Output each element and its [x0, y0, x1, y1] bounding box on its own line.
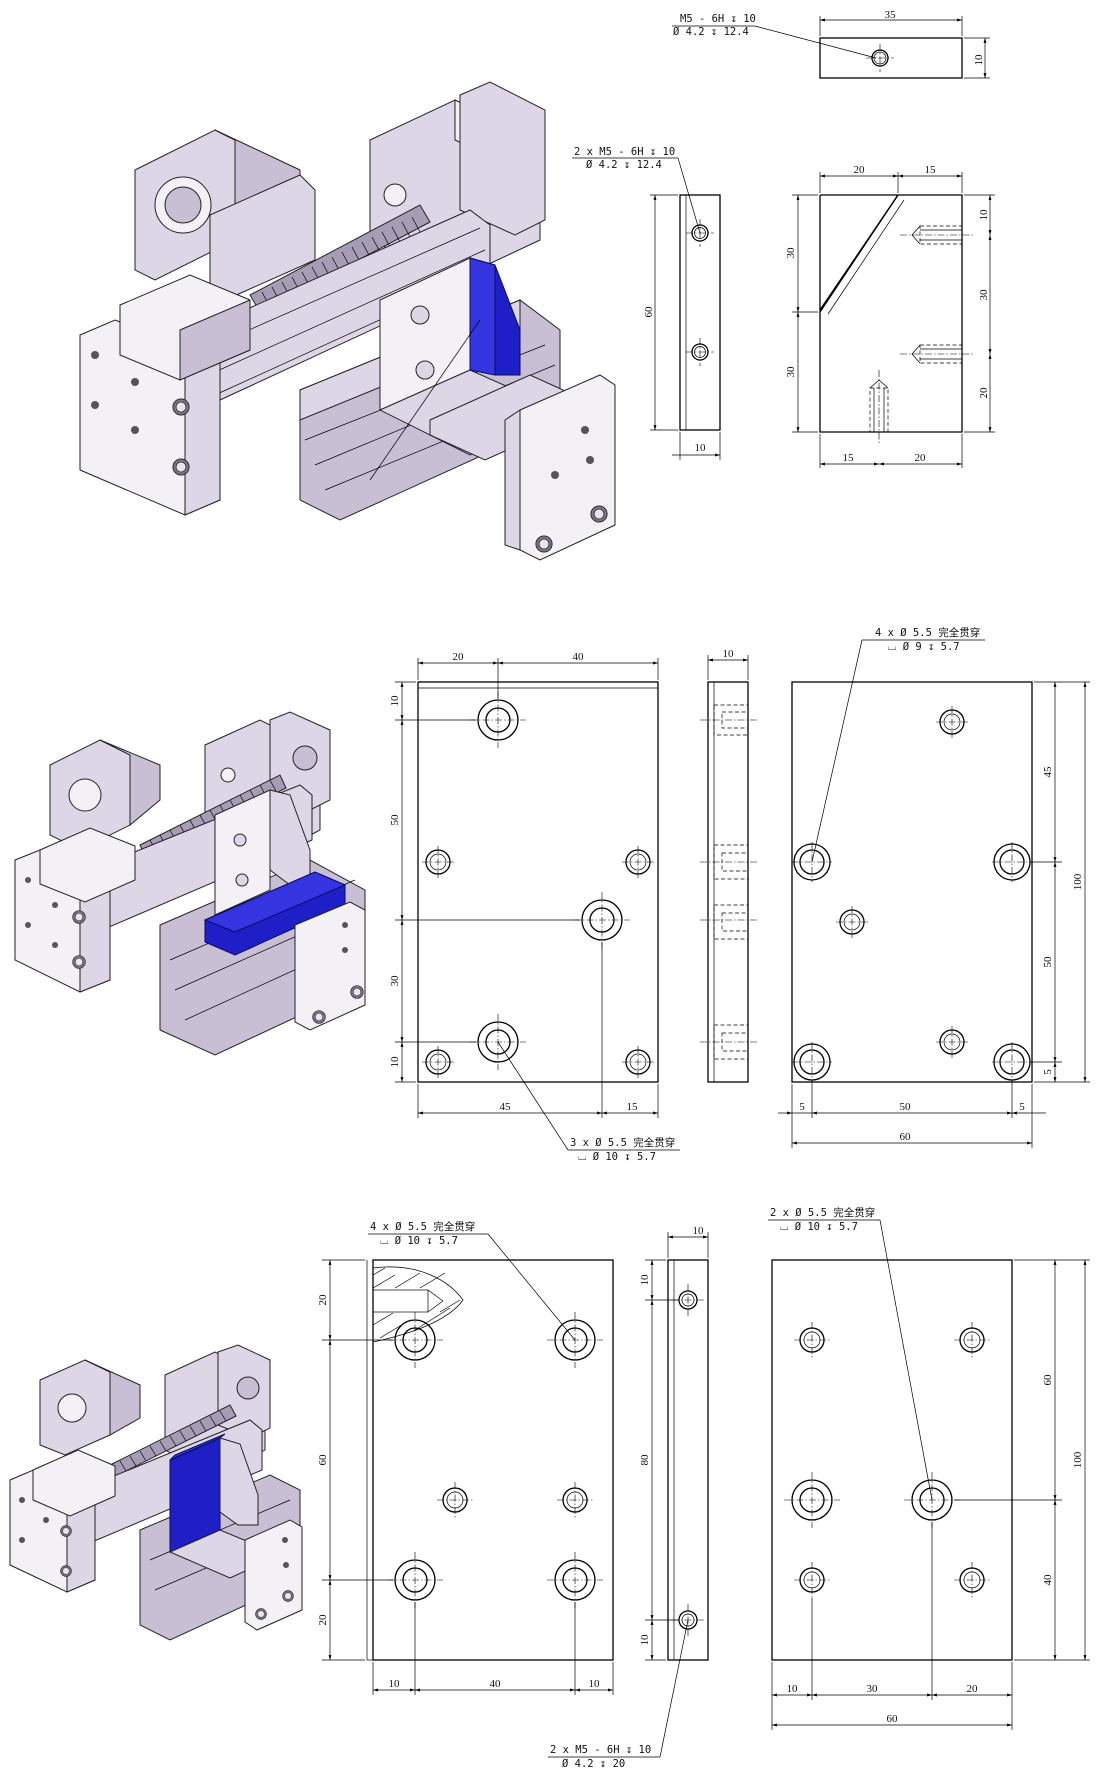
- dim-bot-left-60: 60: [317, 1454, 329, 1466]
- dim-mid-left-50: 50: [389, 814, 401, 826]
- dim-mid-left-10b: 10: [389, 1056, 401, 1068]
- dim-bot-side-10b: 10: [639, 1634, 651, 1646]
- dim-mid-bb-5b: 5: [1019, 1101, 1025, 1113]
- note-mid-4-holes: 4 x Ø 5.5 完全贯穿: [875, 626, 980, 639]
- note-thread-1: M5 - 6H ↧ 10: [680, 13, 756, 25]
- dim-mid-bottom-45: 45: [500, 1101, 512, 1113]
- dim-bar-height: 60: [643, 306, 655, 318]
- dim-left-30b: 30: [785, 366, 797, 378]
- note-mid-3-holes: 3 x Ø 5.5 完全贯穿: [570, 1136, 675, 1149]
- iso-assembly-row2: [14, 711, 366, 1056]
- dim-mid-bb-50: 50: [900, 1101, 912, 1113]
- dim-mid-top-20: 20: [453, 651, 465, 663]
- note-mid-4-cbore: ⌴ Ø 9 ↧ 5.7: [888, 641, 960, 653]
- top-bar-view: 60 10 2 x M5 - 6H ↧ 10 Ø 4.2 ↧ 12.4: [572, 146, 721, 460]
- iso-assembly-row1: [79, 81, 616, 561]
- note-thread-2: 2 x M5 - 6H ↧ 10: [574, 146, 675, 158]
- dim-mid-left-10a: 10: [389, 695, 401, 707]
- broken-out-section: [372, 1266, 464, 1343]
- dim-bot-left-20a: 20: [317, 1294, 329, 1306]
- dim-bottom-20: 20: [915, 452, 927, 464]
- highlighted-gusset-row1: [469, 257, 521, 376]
- note-bot-2-cbore: ⌴ Ø 10 ↧ 5.7: [780, 1221, 858, 1233]
- note-drill-1: Ø 4.2 ↧ 12.4: [673, 26, 749, 38]
- iso-assembly-row3: [9, 1344, 303, 1641]
- note-bot-thread: 2 x M5 - 6H ↧ 10: [550, 1744, 651, 1756]
- dim-mid-left-30: 30: [389, 975, 401, 987]
- dim-bot-bottom-40: 40: [490, 1678, 502, 1690]
- dim-bottom-15: 15: [843, 452, 855, 464]
- note-mid-3-cbore: ⌴ Ø 10 ↧ 5.7: [578, 1151, 656, 1163]
- top-block-view: 35 10 M5 - 6H ↧ 10 Ø 4.2 ↧ 12.4: [672, 9, 990, 79]
- dim-bot-right-100: 100: [1072, 1451, 1084, 1468]
- note-drill-2: Ø 4.2 ↧ 12.4: [586, 159, 662, 171]
- dim-mid-bb-60: 60: [900, 1131, 912, 1143]
- dim-bot-right-40: 40: [1042, 1574, 1054, 1586]
- dim-top-20: 20: [854, 164, 866, 176]
- dim-mid-side-10: 10: [723, 648, 735, 660]
- mid-back-view: 45 50 5 100 5 50 5 60 4 x Ø 5.5 完全贯穿 ⌴ Ø…: [778, 626, 1090, 1148]
- dim-bot-bb-10: 10: [787, 1683, 799, 1695]
- highlighted-carriage-plate-row3: [169, 1433, 226, 1553]
- note-bot-drill: Ø 4.2 ↧ 20: [562, 1758, 625, 1770]
- dim-bot-side-80: 80: [639, 1454, 651, 1466]
- dim-mid-right-45: 45: [1042, 766, 1054, 778]
- dim-bot-bottom-10a: 10: [389, 1678, 401, 1690]
- dim-mid-right-100: 100: [1072, 873, 1084, 890]
- dim-mid-bb-5a: 5: [799, 1101, 805, 1113]
- dim-bot-left-20b: 20: [317, 1614, 329, 1626]
- dim-bot-side-10a: 10: [639, 1274, 651, 1286]
- dim-bot-bb-60: 60: [887, 1713, 899, 1725]
- dim-bar-width: 10: [695, 442, 707, 454]
- dim-mid-bottom-15: 15: [627, 1101, 639, 1113]
- dim-bot-bb-30: 30: [867, 1683, 879, 1695]
- mid-side-view: 10: [700, 648, 758, 1083]
- dim-bot-bottom-10b: 10: [589, 1678, 601, 1690]
- bot-side-view: 10 10 80 10 2 x M5 - 6H ↧ 10 Ø 4.2 ↧ 20: [548, 1225, 709, 1770]
- dim-right-10: 10: [978, 209, 990, 221]
- dim-right-30: 30: [978, 289, 990, 301]
- note-bot-2-holes: 2 x Ø 5.5 完全贯穿: [770, 1206, 875, 1219]
- dim-mid-top-40: 40: [573, 651, 585, 663]
- bot-back-view: 60 40 100 10 30 20 60 2 x Ø 5.5 完全贯穿 ⌴ Ø…: [768, 1206, 1090, 1730]
- dim-bot-bb-20: 20: [967, 1683, 979, 1695]
- mid-plate-view: 20 40 10 50 30 10 45 15 3 x Ø 5.5 完全贯穿 ⌴…: [389, 651, 680, 1163]
- top-gusset-view: 20 15 30 30 10 30 20 15 20: [785, 164, 995, 468]
- dim-right-20: 20: [978, 387, 990, 399]
- dim-width: 35: [885, 9, 897, 21]
- dim-left-30a: 30: [785, 247, 797, 259]
- dim-mid-right-50: 50: [1042, 956, 1054, 968]
- dim-bot-side-10: 10: [693, 1225, 705, 1237]
- note-bot-4-cbore: ⌴ Ø 10 ↧ 5.7: [380, 1235, 458, 1247]
- note-bot-4-holes: 4 x Ø 5.5 完全贯穿: [370, 1220, 475, 1233]
- bot-plate-view: 20 60 20 10 40 10 4 x Ø 5.5 完全贯穿 ⌴ Ø 10 …: [317, 1220, 614, 1695]
- dim-height: 10: [973, 54, 985, 66]
- dim-top-15: 15: [925, 164, 937, 176]
- dim-mid-right-5: 5: [1042, 1069, 1054, 1075]
- dim-bot-right-60: 60: [1042, 1374, 1054, 1386]
